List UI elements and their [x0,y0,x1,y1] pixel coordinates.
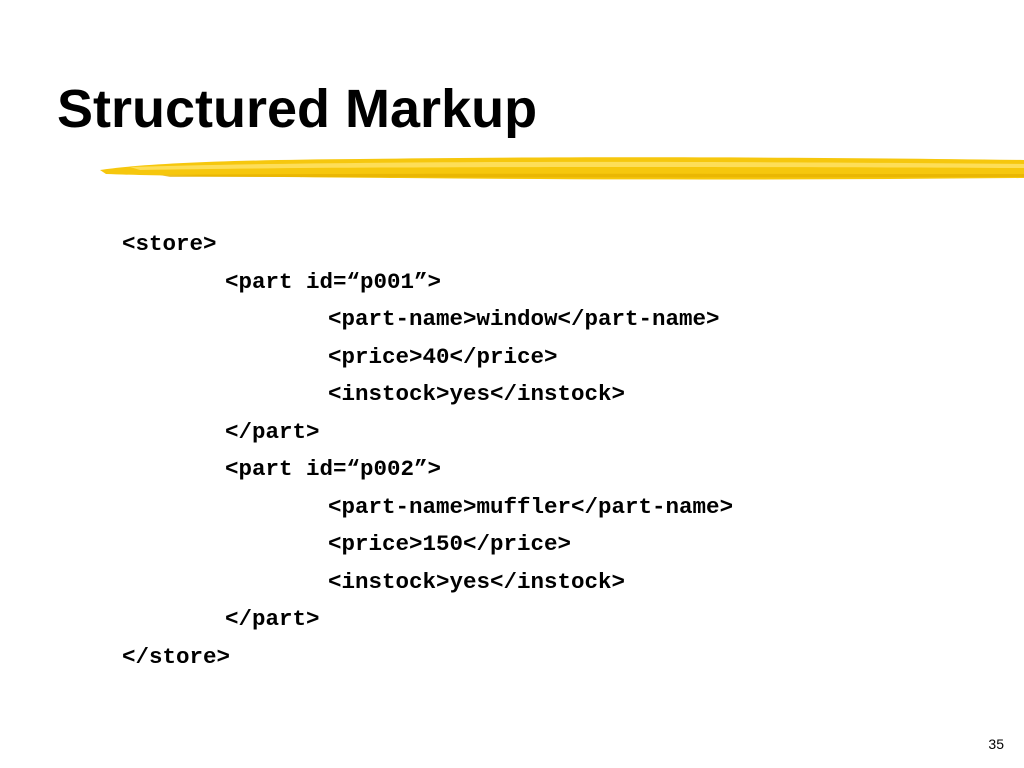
code-line-part-close-2: </part> [225,606,320,632]
code-line-store-close: </store> [122,643,231,670]
page-number: 35 [988,736,1004,752]
code-line-price-150: <price>150</price> [328,531,572,557]
code-line-instock-yes-2: <instock>yes</instock> [328,568,626,595]
code-line-store-open: <store> [122,231,217,257]
code-line-part-name-window: <part-name>window</part-name> [328,306,720,332]
code-line-part-open-p001: <part id=“p001”> [225,268,442,295]
code-line-instock-yes-1: <instock>yes</instock> [328,381,626,407]
code-line-part-name-muffler: <part-name>muffler</part-name> [328,493,734,520]
code-line-part-open-p002: <part id=“p002”> [225,456,442,482]
title-underline-brushstroke [100,157,1024,180]
slide-title: Structured Markup [57,79,538,139]
code-line-part-close-1: </part> [225,418,320,445]
xml-code-block: <store> <part id=“p001”> <part-name>wind… [122,226,733,676]
code-line-price-40: <price>40</price> [328,343,558,370]
